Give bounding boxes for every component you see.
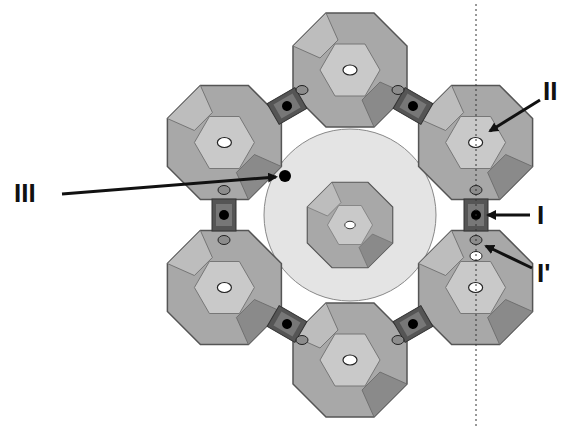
site-label: I <box>537 202 544 228</box>
site-label: II <box>543 78 557 104</box>
site-label: III <box>14 180 36 206</box>
site-label: I' <box>537 260 550 286</box>
